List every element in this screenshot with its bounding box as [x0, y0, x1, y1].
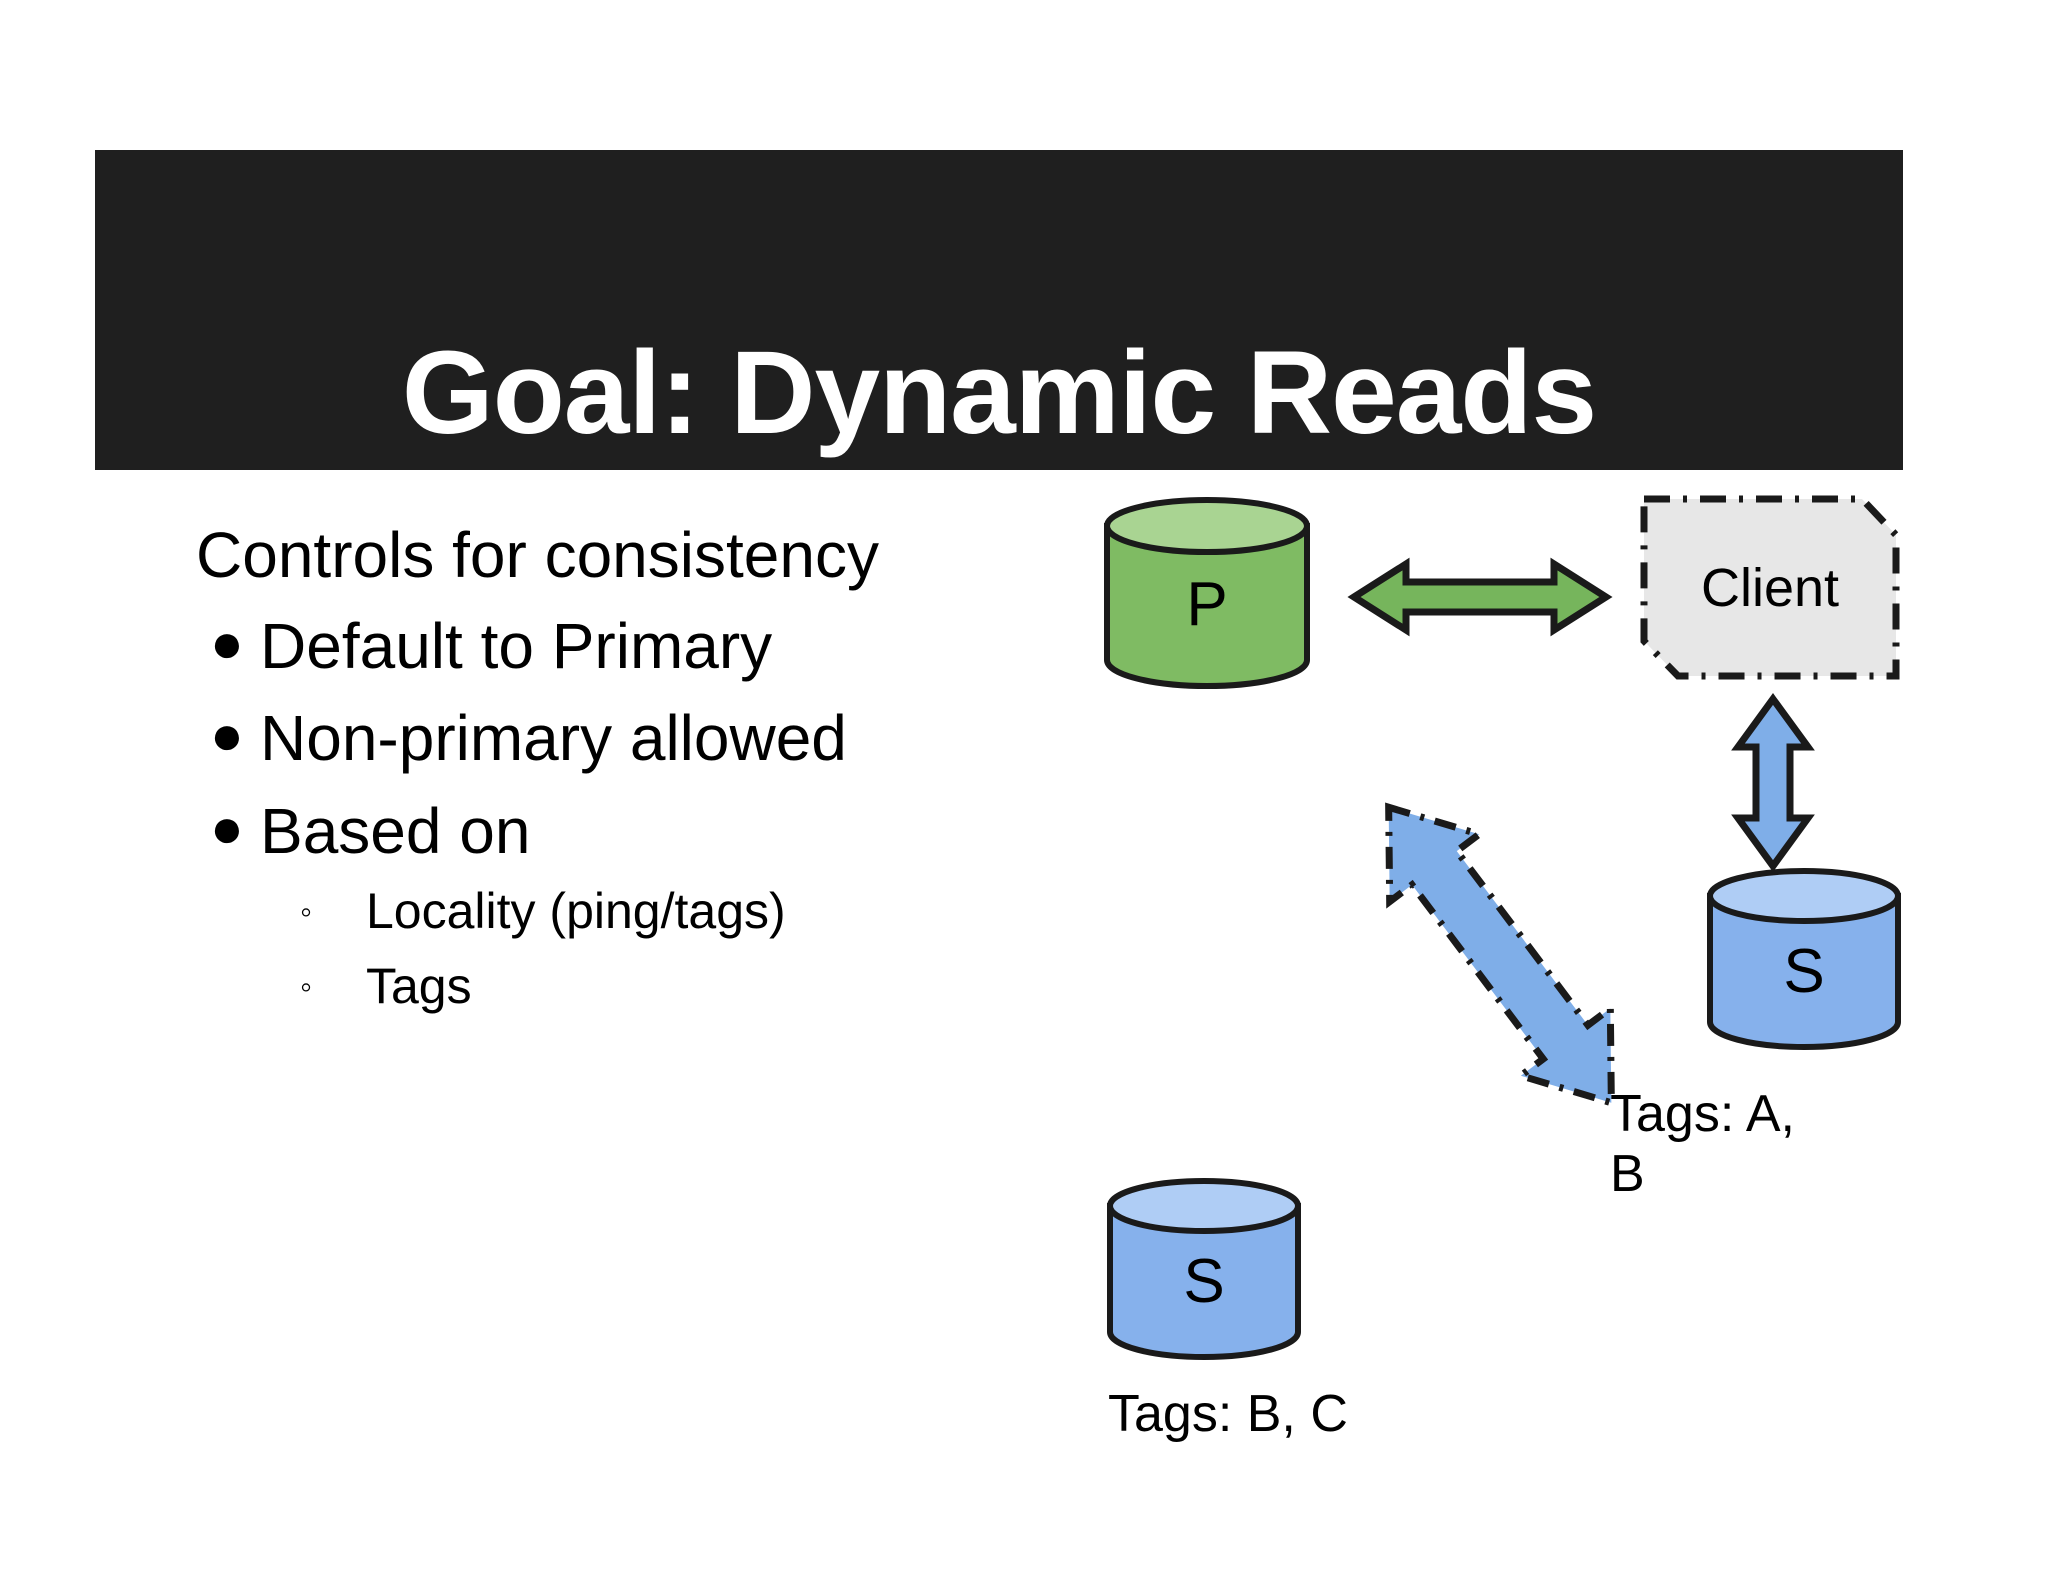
bullet-dot-icon: ● — [210, 703, 244, 767]
secondary-bottom-node[interactable]: S — [1105, 1178, 1303, 1360]
bullet-circle-icon: ◦ — [300, 967, 313, 1006]
page-title: Goal: Dynamic Reads — [401, 327, 1597, 459]
sub-list-item: ◦ Locality (ping/tags) — [300, 880, 1056, 945]
list-item-label: Non-primary allowed — [260, 702, 847, 775]
database-cylinder-icon — [1107, 1178, 1301, 1360]
double-arrow-horizontal-icon — [1347, 557, 1613, 637]
sub-list-item-label: Tags — [366, 957, 472, 1014]
secondary-bottom-tags-label: Tags: B, C — [1108, 1385, 1348, 1443]
list-item: ● Default to Primary — [196, 608, 1056, 685]
client-node-label: Client — [1700, 557, 1840, 618]
secondary-right-tags-label: Tags: A, B — [1610, 1085, 1795, 1203]
database-cylinder-icon — [1104, 497, 1310, 689]
client-box-shape — [1640, 495, 1900, 680]
list-item-label: Default to Primary — [260, 609, 773, 682]
list-item: ● Non-primary allowed — [196, 700, 1056, 777]
primary-client-connector — [1347, 557, 1613, 637]
list-item-label: Based on — [260, 795, 531, 868]
lead-statement: Controls for consistency — [196, 519, 879, 591]
client-secondary-connector — [1731, 693, 1815, 872]
client-node[interactable]: Client — [1640, 495, 1900, 680]
secondary-right-node[interactable]: S — [1705, 868, 1903, 1050]
sub-list-item: ◦ Tags — [300, 955, 1056, 1020]
list-item: ● Based on — [196, 793, 1056, 870]
slide-title-bar: Goal: Dynamic Reads — [95, 150, 1903, 470]
bullet-circle-icon: ◦ — [300, 893, 313, 932]
bullet-dot-icon: ● — [210, 610, 244, 674]
sub-list-item-label: Locality (ping/tags) — [366, 883, 786, 940]
primary-node[interactable]: P — [1102, 497, 1312, 689]
double-arrow-vertical-icon — [1731, 693, 1815, 872]
bullet-list-region: Controls for consistency ● Default to Pr… — [196, 519, 1056, 1020]
database-cylinder-icon — [1707, 868, 1901, 1050]
double-arrow-diagonal-icon — [1385, 802, 1615, 1108]
secondary-diagonal-connector — [1350, 760, 1650, 1150]
bullet-dot-icon: ● — [210, 796, 244, 860]
replication-diagram: P Client S Tags: A, B — [1050, 470, 2010, 1520]
